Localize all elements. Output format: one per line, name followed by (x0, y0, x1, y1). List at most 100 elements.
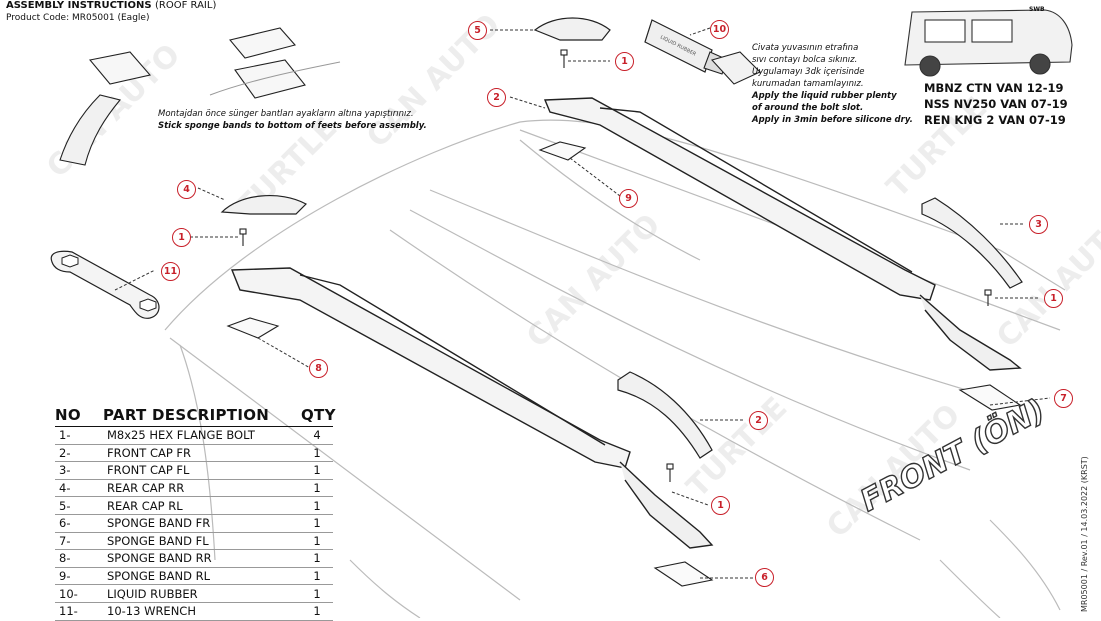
van-body-line (349, 559, 421, 618)
wrench-hex (61, 254, 79, 268)
col-header-no: NO (55, 406, 81, 424)
callout-10: 10 (710, 20, 729, 39)
part-number: 4- (59, 481, 71, 496)
part-number: 2- (59, 445, 71, 460)
part-qty: 4 (313, 428, 321, 443)
rear-cap-rr (220, 194, 307, 215)
note-en-line: of around the bolt slot. (752, 103, 864, 113)
bolt-icon (239, 228, 247, 246)
roof-rail-right (543, 97, 1022, 371)
vehicle-badge: SWB (1029, 6, 1045, 13)
callout-2: 2 (749, 411, 768, 430)
part-number: 8- (59, 551, 71, 566)
bolt-icon (984, 289, 992, 306)
table-row: 2- FRONT CAP FR 1 (55, 445, 333, 463)
table-row: 1- M8x25 HEX FLANGE BOLT 4 (55, 427, 333, 445)
front-cap-fr (617, 371, 713, 459)
callout-3: 3 (1029, 215, 1048, 234)
van-roof-ridge (429, 189, 1001, 401)
callout-1: 1 (172, 228, 191, 247)
callout-1: 1 (615, 52, 634, 71)
bolt-icon (666, 463, 674, 482)
sponge-band-fr (653, 561, 714, 587)
note-tr-line: Uygulamayı 3dk içerisinde (752, 67, 865, 77)
van-roof-ridge (519, 139, 701, 261)
table-row: 6- SPONGE BAND FR 1 (55, 515, 333, 533)
van-windshield (939, 559, 1001, 618)
part-description: LIQUID RUBBER (107, 586, 198, 601)
sponge-band-rl (538, 141, 587, 161)
callout-6: 6 (755, 568, 774, 587)
part-qty: 1 (313, 569, 321, 584)
van-roof-outline (169, 337, 521, 601)
part-description: SPONGE BAND RL (107, 569, 210, 584)
van-thumbnail-icon (904, 9, 1073, 77)
part-number: 1- (59, 428, 71, 443)
part-number: 6- (59, 516, 71, 531)
revision-label: MR05001 / Rev.01 / 14.03.2022 (KRST) (1080, 456, 1089, 612)
van-roof-outline (179, 344, 216, 561)
parts-table-header: NO PART DESCRIPTION QTY (55, 404, 336, 427)
van-roof-ridge (389, 229, 921, 541)
part-qty: 1 (313, 516, 321, 531)
page-title: ASSEMBLY INSTRUCTIONS (ROOF RAIL) (6, 0, 216, 11)
table-row: 4- REAR CAP RR 1 (55, 480, 333, 498)
front-cap-fl (921, 197, 1023, 289)
col-header-qty: QTY (301, 406, 336, 424)
part-qty: 1 (313, 445, 321, 460)
part-number: 11- (59, 604, 78, 619)
part-qty: 1 (313, 463, 321, 478)
note-en-line: Apply the liquid rubber plenty (752, 91, 897, 101)
note-tr-line: kurumadan tamamlayınız. (752, 79, 864, 89)
part-description: FRONT CAP FL (107, 463, 190, 478)
sponge-note: Montajdan önce sünger bantları ayakların… (158, 108, 427, 132)
sponge-note-en: Stick sponge bands to bottom of feets be… (158, 121, 427, 131)
callout-5: 5 (468, 21, 487, 40)
table-row: 3- FRONT CAP FL 1 (55, 462, 333, 480)
part-qty: 1 (313, 498, 321, 513)
part-number: 3- (59, 463, 71, 478)
note-en-line: Apply in 3min before silicone dry. (752, 115, 913, 125)
part-description: SPONGE BAND FL (107, 533, 209, 548)
sponge-band-rr (226, 317, 280, 339)
part-number: 10- (59, 586, 78, 601)
callout-11: 11 (161, 262, 180, 281)
note-tr-line: sıvı contayı bolca sıkınız. (752, 55, 858, 65)
bolt-icon (560, 49, 568, 68)
part-number: 5- (59, 498, 71, 513)
part-qty: 1 (313, 533, 321, 548)
callout-9: 9 (619, 189, 638, 208)
part-qty: 1 (313, 481, 321, 496)
sponge-note-tr: Montajdan önce sünger bantları ayakların… (158, 109, 414, 119)
part-description: REAR CAP RR (107, 481, 185, 496)
wrench-icon (50, 250, 160, 319)
van-roof-ridge (409, 209, 971, 471)
title-text: ASSEMBLY INSTRUCTIONS (6, 0, 152, 11)
detail-foot-sketch (88, 51, 152, 85)
product-code: Product Code: MR05001 (Eagle) (6, 13, 150, 23)
vehicle-item: MBNZ CTN VAN 12-19 (924, 81, 1064, 95)
part-qty: 1 (313, 551, 321, 566)
detail-rail-sketch (59, 94, 121, 166)
part-description: REAR CAP RL (107, 498, 183, 513)
compatible-vehicles: MBNZ CTN VAN 12-19 NSS NV250 VAN 07-19 R… (924, 80, 1068, 128)
rear-cap-rl (533, 17, 611, 41)
van-windshield (989, 519, 1061, 611)
note-tr-line: Civata yuvasının etrafına (752, 43, 859, 53)
table-row: 5- REAR CAP RL 1 (55, 497, 333, 515)
detail-foot-sketch (234, 59, 306, 99)
callout-8: 8 (309, 359, 328, 378)
callout-1: 1 (1044, 289, 1063, 308)
part-description: FRONT CAP FR (107, 445, 192, 460)
part-description: M8x25 HEX FLANGE BOLT (107, 428, 255, 443)
vehicle-item: NSS NV250 VAN 07-19 (924, 97, 1068, 111)
part-description: SPONGE BAND FR (107, 516, 211, 531)
callout-4: 4 (177, 180, 196, 199)
callout-7: 7 (1054, 389, 1073, 408)
